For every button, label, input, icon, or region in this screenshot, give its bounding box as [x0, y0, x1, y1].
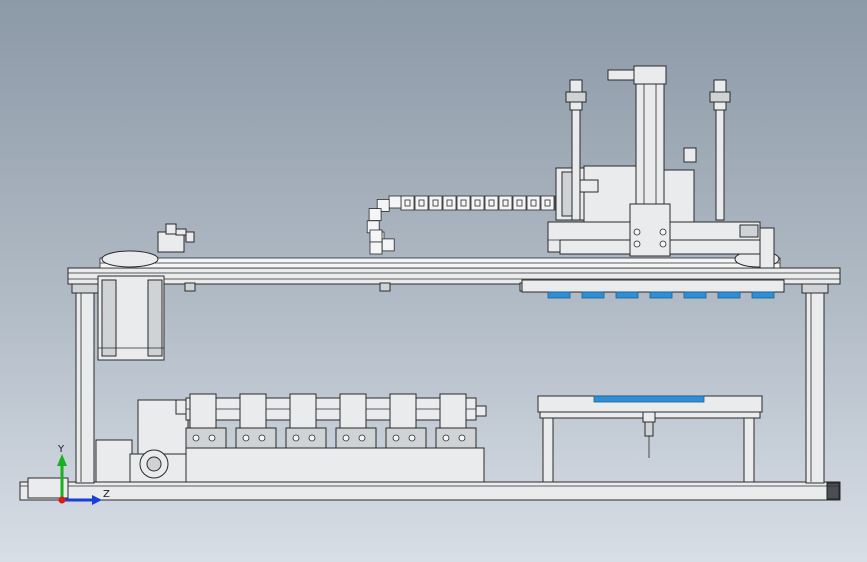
- carriage-assembly: [521, 65, 785, 293]
- indexer-cam: [235, 427, 277, 449]
- test-fixture: [537, 395, 763, 483]
- chain-link-hole: [404, 199, 411, 207]
- suction-cup: [751, 291, 775, 299]
- indexer-bolt: [458, 434, 466, 442]
- suction-cup: [581, 291, 605, 299]
- indexer-bolt: [242, 434, 250, 442]
- indexer-cam: [335, 427, 377, 449]
- suction-cups: [547, 291, 775, 299]
- right-support-column: [801, 282, 829, 484]
- left-support-column: [71, 282, 99, 484]
- chain-link-hole: [432, 199, 439, 207]
- chain-link-hole: [530, 199, 537, 207]
- indexer-cam: [285, 427, 327, 449]
- chain-link: [369, 229, 383, 243]
- origin-dot: [58, 496, 66, 504]
- chain-link: [368, 208, 382, 222]
- y-axis-arrow: [57, 454, 67, 466]
- indexer-block: [289, 393, 317, 429]
- chain-link-hole: [418, 199, 425, 207]
- indexer-bolt: [192, 434, 200, 442]
- indexer-bolt: [308, 434, 316, 442]
- suction-cup: [547, 291, 571, 299]
- y-axis-label: Y: [57, 444, 65, 455]
- chain-link: [369, 241, 383, 255]
- indexer-bolt: [342, 434, 350, 442]
- indexer-blocks: [185, 393, 477, 449]
- chain-link: [526, 195, 541, 211]
- chain-link-hole: [544, 199, 551, 207]
- z-axis-arrow: [92, 495, 102, 505]
- chain-link-hole: [488, 199, 495, 207]
- suction-cup: [683, 291, 707, 299]
- suction-cup: [649, 291, 673, 299]
- indexer-bolt: [208, 434, 216, 442]
- chain-link: [388, 195, 402, 209]
- indexer-bolt: [408, 434, 416, 442]
- chain-link-hole: [460, 199, 467, 207]
- indexer-block: [439, 393, 467, 429]
- z-axis-label: Z: [103, 489, 110, 500]
- coordinate-triad: Y Z: [57, 444, 110, 505]
- indexer-block: [389, 393, 417, 429]
- chain-link: [414, 195, 429, 211]
- indexer-block: [239, 393, 267, 429]
- indexer-bolt: [392, 434, 400, 442]
- chain-link: [512, 195, 527, 211]
- chain-link: [442, 195, 457, 211]
- indexer-bolt: [358, 434, 366, 442]
- base-plate: [19, 481, 841, 501]
- indexer-block: [189, 393, 217, 429]
- chain-link: [540, 195, 555, 211]
- indexer-bolt: [292, 434, 300, 442]
- chain-link-hole: [502, 199, 509, 207]
- chain-link: [400, 195, 415, 211]
- indexer-block: [339, 393, 367, 429]
- indexer-bolt: [442, 434, 450, 442]
- suction-cup: [717, 291, 741, 299]
- chain-link-hole: [446, 199, 453, 207]
- chain-link: [470, 195, 485, 211]
- chain-link-hole: [474, 199, 481, 207]
- chain-link: [498, 195, 513, 211]
- stepper-motor: [97, 275, 165, 361]
- suction-cup: [615, 291, 639, 299]
- cable-drag-chain: [366, 195, 569, 255]
- chain-link-hole: [516, 199, 523, 207]
- chain-link: [381, 238, 395, 252]
- indexer-bolt: [258, 434, 266, 442]
- chain-link: [484, 195, 499, 211]
- indexer-cam: [385, 427, 427, 449]
- indexer-cam: [185, 427, 227, 449]
- chain-link: [456, 195, 471, 211]
- left-beam-bracket: [157, 223, 195, 253]
- chain-link: [428, 195, 443, 211]
- indexer-cam: [435, 427, 477, 449]
- drive-gearbox: [27, 439, 187, 499]
